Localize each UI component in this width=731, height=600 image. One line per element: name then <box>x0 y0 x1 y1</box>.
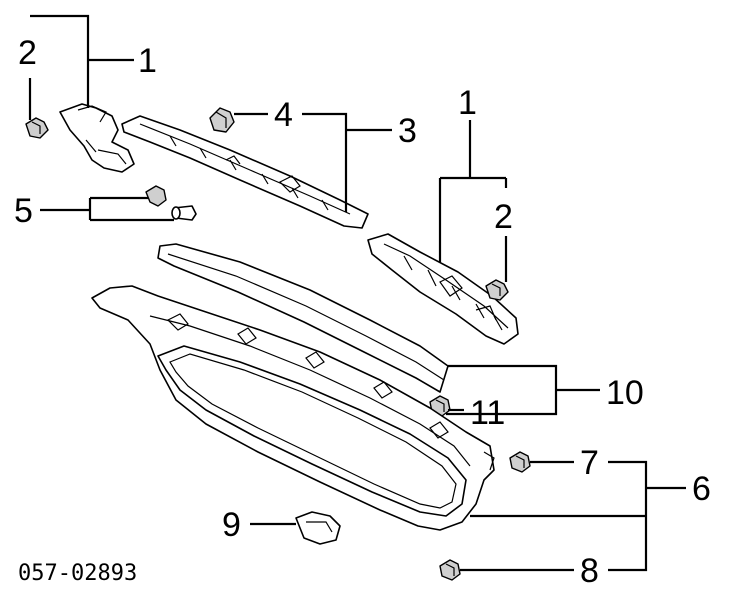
part-6-liftgate-panel <box>91 285 495 531</box>
part-4-clip <box>209 107 235 133</box>
leader-lines <box>28 14 686 572</box>
part-8-bolt <box>439 559 461 581</box>
part-10-weatherstrip <box>157 243 449 393</box>
part-1-left-trim <box>59 103 135 173</box>
callout-11: 11 <box>470 394 505 432</box>
part-3-upper-rail <box>121 115 369 229</box>
callout-5: 5 <box>14 192 33 230</box>
diagram-code: 057-02893 <box>18 561 137 586</box>
callout-3: 3 <box>398 112 417 150</box>
callout-1-right: 1 <box>458 84 477 122</box>
part-2-left-clip <box>25 117 49 139</box>
callout-9: 9 <box>222 506 241 544</box>
callout-4: 4 <box>274 96 293 134</box>
callout-6: 6 <box>692 470 711 508</box>
callout-2-left: 2 <box>18 34 37 72</box>
part-2-right-clip <box>485 279 509 301</box>
part-7-clip <box>509 451 531 473</box>
callout-7: 7 <box>580 444 599 482</box>
part-5-pin <box>145 185 197 221</box>
callout-2-right: 2 <box>494 198 513 236</box>
callout-8: 8 <box>580 552 599 590</box>
callout-10: 10 <box>606 374 644 412</box>
callout-1-left: 1 <box>138 42 157 80</box>
part-9-pad <box>295 511 341 545</box>
part-1-right-trim <box>367 233 519 345</box>
